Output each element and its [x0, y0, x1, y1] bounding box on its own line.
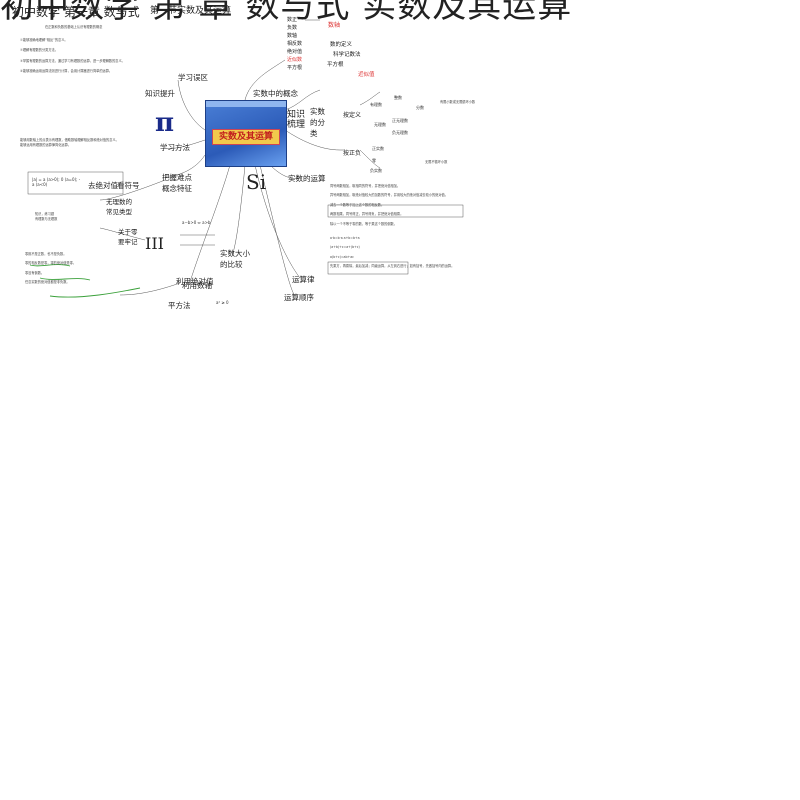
node-operation: 实数的运算	[288, 174, 326, 183]
node-pos-real: 正实数	[372, 146, 384, 151]
section-subtitle: 第一节实数及其运算	[150, 6, 232, 16]
node-by-def: 按定义	[343, 112, 362, 119]
node-neg-irr: 负无理数	[392, 130, 408, 135]
node-key-points: 把握难点概念特征	[162, 173, 192, 193]
node-knowledge-up: 知识提升	[145, 89, 175, 98]
right-line: 先乘方，再乘除，最后加减；同级运算，从左到右进行；如有括号，先做括号内的运算。	[330, 264, 455, 269]
node-classification: 实数的分类	[310, 107, 325, 138]
right-line: a·b=b·a a+b=b+a	[330, 236, 360, 241]
node-neg-real: 负实数	[370, 168, 382, 173]
node-summary: 知识梳理	[287, 110, 306, 130]
label-sci: 科学记数法	[333, 52, 361, 58]
label-irrational-types: 无理数的常见类型	[106, 198, 132, 216]
label-sign: 看符号	[117, 181, 140, 190]
node-fractions: 分数	[416, 105, 424, 110]
node-study-method: 学习方法	[160, 143, 190, 152]
right-line: a(b+c)=ab+ac	[330, 254, 354, 259]
node-use-number-line: 利用数轴	[182, 281, 212, 290]
top-right-list: 数正 负数 数轴 相反数 绝对值 近似数 平方根	[287, 16, 302, 72]
left-line: ④能够准确运用运算法则进行计算，会用计算器进行简单的运算。	[20, 69, 113, 74]
top-item: 近似数	[287, 57, 303, 63]
node-use-abs: 利用绝对值	[176, 277, 214, 286]
right-line: (a+b)+c=a+(b+c)	[330, 245, 360, 250]
top-item: 负数	[287, 25, 298, 31]
node-pos-irr: 正无理数	[392, 118, 408, 123]
left-line: 任意实数的绝对值都是非负数。	[25, 280, 70, 285]
node-zero: 零	[372, 158, 376, 163]
pi-icon: π	[155, 108, 175, 138]
node-concept: 实数中的概念	[253, 89, 298, 98]
left-column-block3: 知识，练习题 有理数与无理数	[35, 212, 125, 223]
banner-title: 实数及其运算	[212, 129, 280, 145]
top-item: 数正	[287, 17, 298, 23]
right-text-block: 同号两数相加，取相同的符号，并把绝对值相加。 异号两数相加，取绝对值较大的加数的…	[330, 184, 470, 270]
document-title: 初中数学 第 章 数与式 实数及其运算	[0, 0, 573, 26]
left-line: 在正数和负数的基础上认识有理数的概念	[45, 25, 103, 29]
center-banner: 实数及其运算	[205, 100, 287, 167]
node-irrational: 无理数	[374, 122, 386, 127]
label-def: 数的定义	[330, 42, 353, 48]
left-line: 零的相反数是零，零的绝对值是零。	[25, 261, 76, 266]
left-column-block2: 能够用数轴上的点表示有理数，借助数轴理解相反数和绝对值的意义。 能够运用有理数的…	[20, 138, 130, 149]
left-column-intro: 在正数和负数的基础上认识有理数的概念	[45, 25, 150, 30]
node-finite: 有限小数或无限循环小数	[440, 100, 476, 104]
left-line: 零既不是正数，也不是负数。	[25, 252, 67, 256]
label-sqrt: 平方根	[327, 62, 344, 68]
left-line: 零没有倒数。	[25, 270, 45, 275]
right-line: 异号两数相加，取绝对值较大的加数的符号，并用较大的绝对值减去较小的绝对值。	[330, 193, 448, 198]
right-line: 同号两数相加，取相同的符号，并把绝对值相加。	[330, 184, 401, 188]
roman-numeral-icon: III	[145, 234, 164, 253]
left-line: 有理数与无理数	[35, 217, 58, 222]
label-absolute: 去绝对值	[88, 181, 118, 190]
formula-compare: a−b>0 ⇔ a>b	[182, 220, 211, 225]
node-by-sign: 按正负	[343, 150, 362, 157]
label-red: 近似值	[358, 72, 375, 78]
si-symbol: Si	[246, 170, 267, 194]
left-line: 能够运用有理数的运算律简化运算。	[20, 143, 71, 148]
left-line: ①能够准确地理解“相反”的意义。	[20, 38, 68, 42]
node-op-order: 运算顺序	[284, 293, 314, 302]
node-op-law: 运算律	[292, 275, 315, 284]
top-item: 相反数	[287, 41, 303, 47]
node-infinite: 无限不循环小数	[425, 160, 448, 164]
node-rational: 有理数	[370, 102, 382, 107]
formula-square: a² ≥ 0	[216, 300, 229, 305]
left-line: 知识，练习题	[35, 212, 55, 216]
left-column-list: ①能够准确地理解“相反”的意义。 ②理解有理数的分类方法。 ③掌握有理数的运算方…	[20, 38, 130, 80]
node-square-method: 平方法	[168, 301, 191, 310]
label-zero-rule: 关于零要牢记	[118, 228, 138, 246]
left-line: ③掌握有理数的运算方法，通过学习有理数的运算，进一步理解数的意义。	[20, 58, 125, 63]
left-column-block4: 零既不是正数，也不是负数。 零的相反数是零，零的绝对值是零。 零没有倒数。 任意…	[25, 252, 115, 286]
right-line: 除以一个不等于零的数，等于乘这个数的倒数。	[330, 221, 397, 226]
label-number-line: 数轴	[328, 22, 341, 29]
document-subtitle: 初中数学 第一章 数与式	[12, 5, 140, 19]
right-line: 两数相乘，同号得正，异号得负，并把绝对值相乘。	[330, 212, 404, 217]
node-study-area: 学习误区	[178, 73, 208, 82]
banner-topbar	[206, 101, 286, 107]
left-line: ②理解有理数的分类方法。	[20, 48, 58, 53]
left-line: 能够用数轴上的点表示有理数，借助数轴理解相反数和绝对值的意义。	[20, 138, 119, 142]
top-item: 绝对值	[287, 49, 303, 55]
node-compare: 实数大小的比较	[220, 249, 250, 269]
node-integers: 整数	[394, 95, 402, 100]
right-line: 减去一个数等于加上这个数的相反数。	[330, 202, 385, 207]
top-item: 数轴	[287, 33, 298, 39]
top-item: 平方根	[287, 65, 303, 71]
abs-formula: |a| = a (a>0); 0 (a=0); -a (a<0)	[32, 177, 81, 187]
